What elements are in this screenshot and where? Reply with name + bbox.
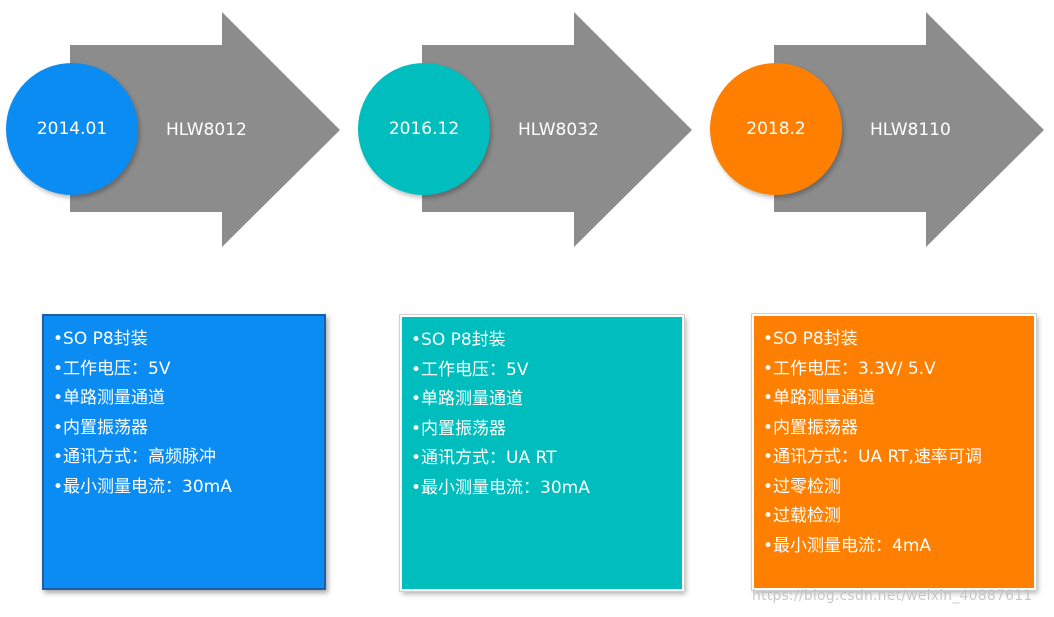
feature-item: •单路测量通道 <box>763 388 876 408</box>
date-circle-1: 2014.01 <box>6 63 138 195</box>
arrow-3 <box>774 12 1044 247</box>
feature-item: •内置振荡器 <box>411 418 507 439</box>
feature-item: •SO P8封装 <box>763 329 858 349</box>
date-label-3: 2018.2 <box>746 119 806 139</box>
feature-item: •单路测量通道 <box>53 388 166 408</box>
feature-item: •内置振荡器 <box>53 417 149 438</box>
feature-item: •工作电压：3.3V/ 5.V <box>763 358 936 379</box>
feature-item: •SO P8封装 <box>53 329 148 349</box>
arrow-2 <box>422 12 692 247</box>
feature-item: •最小测量电流：30mA <box>53 476 232 497</box>
feature-item: •过载检测 <box>763 506 842 526</box>
arrow-1 <box>70 12 340 247</box>
feature-item: •单路测量通道 <box>411 389 524 409</box>
feature-list-1: •SO P8封装 •工作电压：5V •单路测量通道 •内置振荡器 •通讯方式：高… <box>53 325 316 502</box>
model-label-2: HLW8032 <box>518 120 599 140</box>
feature-item: •工作电压：5V <box>411 359 529 380</box>
feature-list-2: •SO P8封装 •工作电压：5V •单路测量通道 •内置振荡器 •通讯方式：U… <box>411 326 674 503</box>
feature-card-1: •SO P8封装 •工作电压：5V •单路测量通道 •内置振荡器 •通讯方式：高… <box>42 314 326 590</box>
date-circle-3: 2018.2 <box>710 63 842 195</box>
feature-card-2: •SO P8封装 •工作电压：5V •单路测量通道 •内置振荡器 •通讯方式：U… <box>400 315 684 591</box>
feature-item: •SO P8封装 <box>411 330 506 350</box>
date-label-2: 2016.12 <box>388 119 460 139</box>
feature-item: •最小测量电流：4mA <box>763 535 932 556</box>
feature-item: •过零检测 <box>763 476 842 497</box>
feature-item: •最小测量电流：30mA <box>411 477 590 498</box>
date-circle-2: 2016.12 <box>358 63 490 195</box>
date-label-1: 2014.01 <box>36 119 108 139</box>
feature-list-3: •SO P8封装 •工作电压：3.3V/ 5.V •单路测量通道 •内置振荡器 … <box>763 325 1026 561</box>
model-label-1: HLW8012 <box>166 120 247 140</box>
watermark: https://blog.csdn.net/weixin_40887611 <box>752 588 1033 604</box>
feature-item: •内置振荡器 <box>763 417 859 438</box>
feature-item: •通讯方式：UA RT,速率可调 <box>763 447 982 467</box>
feature-card-3: •SO P8封装 •工作电压：3.3V/ 5.V •单路测量通道 •内置振荡器 … <box>752 314 1036 590</box>
model-label-3: HLW8110 <box>870 120 951 140</box>
feature-item: •工作电压：5V <box>53 358 171 379</box>
feature-item: •通讯方式：高频脉冲 <box>53 447 217 467</box>
feature-item: •通讯方式：UA RT <box>411 448 557 468</box>
